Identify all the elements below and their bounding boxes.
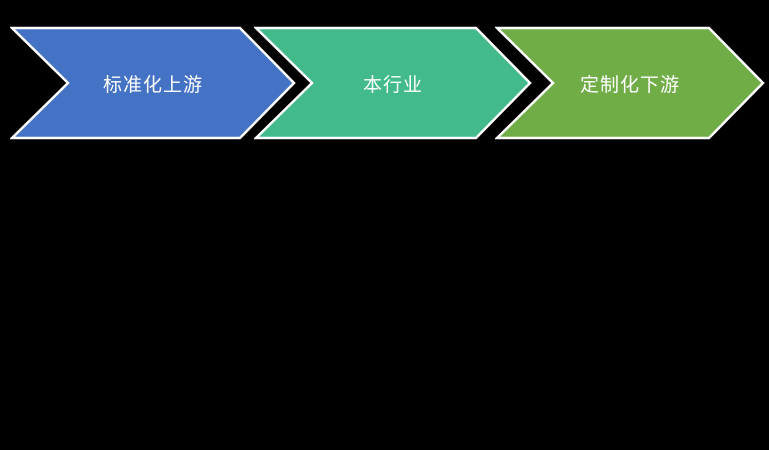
chevron-step-downstream: 定制化下游 bbox=[495, 26, 765, 140]
chevron-arrow-icon bbox=[10, 26, 296, 140]
chevron-shape bbox=[254, 26, 532, 140]
chevron-shape bbox=[495, 26, 765, 140]
chevron-shape bbox=[10, 26, 296, 140]
chevron-arrow-icon bbox=[254, 26, 532, 140]
chevron-arrow-icon bbox=[495, 26, 765, 140]
chevron-step-industry: 本行业 bbox=[254, 26, 532, 140]
